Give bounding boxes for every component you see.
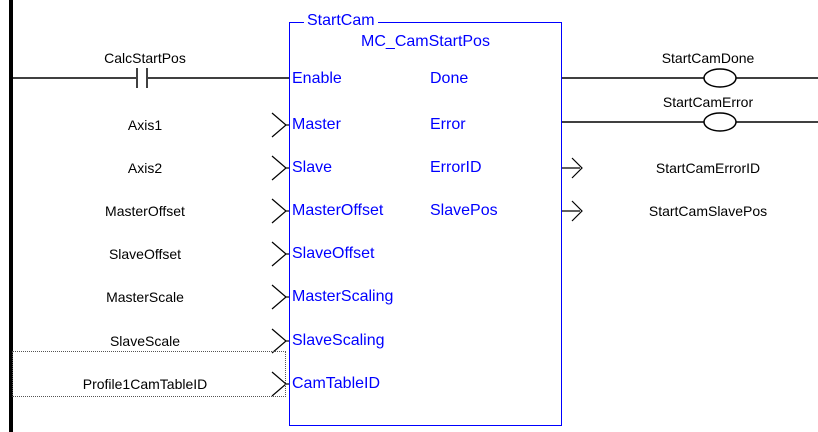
input-arrow-icon (271, 198, 289, 224)
input-variable-axis1[interactable]: Axis1 (127, 117, 163, 133)
input-variable-masterscale[interactable]: MasterScale (106, 289, 184, 305)
selected-input-highlight[interactable] (12, 351, 286, 397)
input-arrow-icon (271, 328, 289, 354)
pin-enable: Enable (292, 70, 342, 87)
pin-slave: Slave (292, 159, 333, 176)
input-variable-profile1camtableid[interactable]: Profile1CamTableID (82, 376, 208, 392)
input-variable-axis2[interactable]: Axis2 (127, 160, 163, 176)
input-arrow-icon (271, 284, 289, 310)
output-variable-startcamslavepos[interactable]: StartCamSlavePos (648, 203, 768, 219)
output-arrow-icon (562, 200, 583, 222)
pin-master: Master (292, 116, 341, 133)
pin-done: Done (430, 70, 469, 87)
pin-error: Error (430, 116, 466, 133)
left-power-rail (9, 0, 13, 432)
pin-errorid: ErrorID (430, 159, 482, 176)
block-instance-name[interactable]: StartCam (304, 9, 378, 33)
pin-slavepos: SlavePos (430, 202, 498, 219)
error-coil-icon[interactable] (703, 112, 737, 132)
pin-masteroffset: MasterOffset (292, 202, 384, 219)
input-variable-slavescale[interactable]: SlaveScale (109, 333, 181, 349)
input-variable-slaveoffset[interactable]: SlaveOffset (108, 246, 182, 262)
done-coil-icon[interactable] (703, 68, 737, 88)
pin-camtableid: CamTableID (292, 375, 381, 392)
input-variable-masteroffset[interactable]: MasterOffset (105, 203, 185, 219)
output-variable-startcamerror[interactable]: StartCamError (662, 94, 754, 110)
input-arrow-icon (271, 241, 289, 267)
contact-icon[interactable] (136, 68, 148, 88)
pin-slaveoffset: SlaveOffset (292, 245, 375, 262)
output-variable-startcamdone[interactable]: StartCamDone (661, 50, 755, 66)
output-arrow-icon (562, 157, 583, 179)
input-arrow-icon (271, 112, 289, 138)
pin-masterscaling: MasterScaling (292, 288, 394, 305)
pin-slavescaling: SlaveScaling (292, 332, 385, 349)
input-variable-calcstartpos[interactable]: CalcStartPos (104, 50, 186, 66)
output-variable-startcamerrorid[interactable]: StartCamErrorID (655, 160, 761, 176)
input-arrow-icon (271, 371, 289, 397)
function-block[interactable] (289, 22, 562, 426)
block-type-name: MC_CamStartPos (361, 33, 490, 50)
input-arrow-icon (271, 155, 289, 181)
